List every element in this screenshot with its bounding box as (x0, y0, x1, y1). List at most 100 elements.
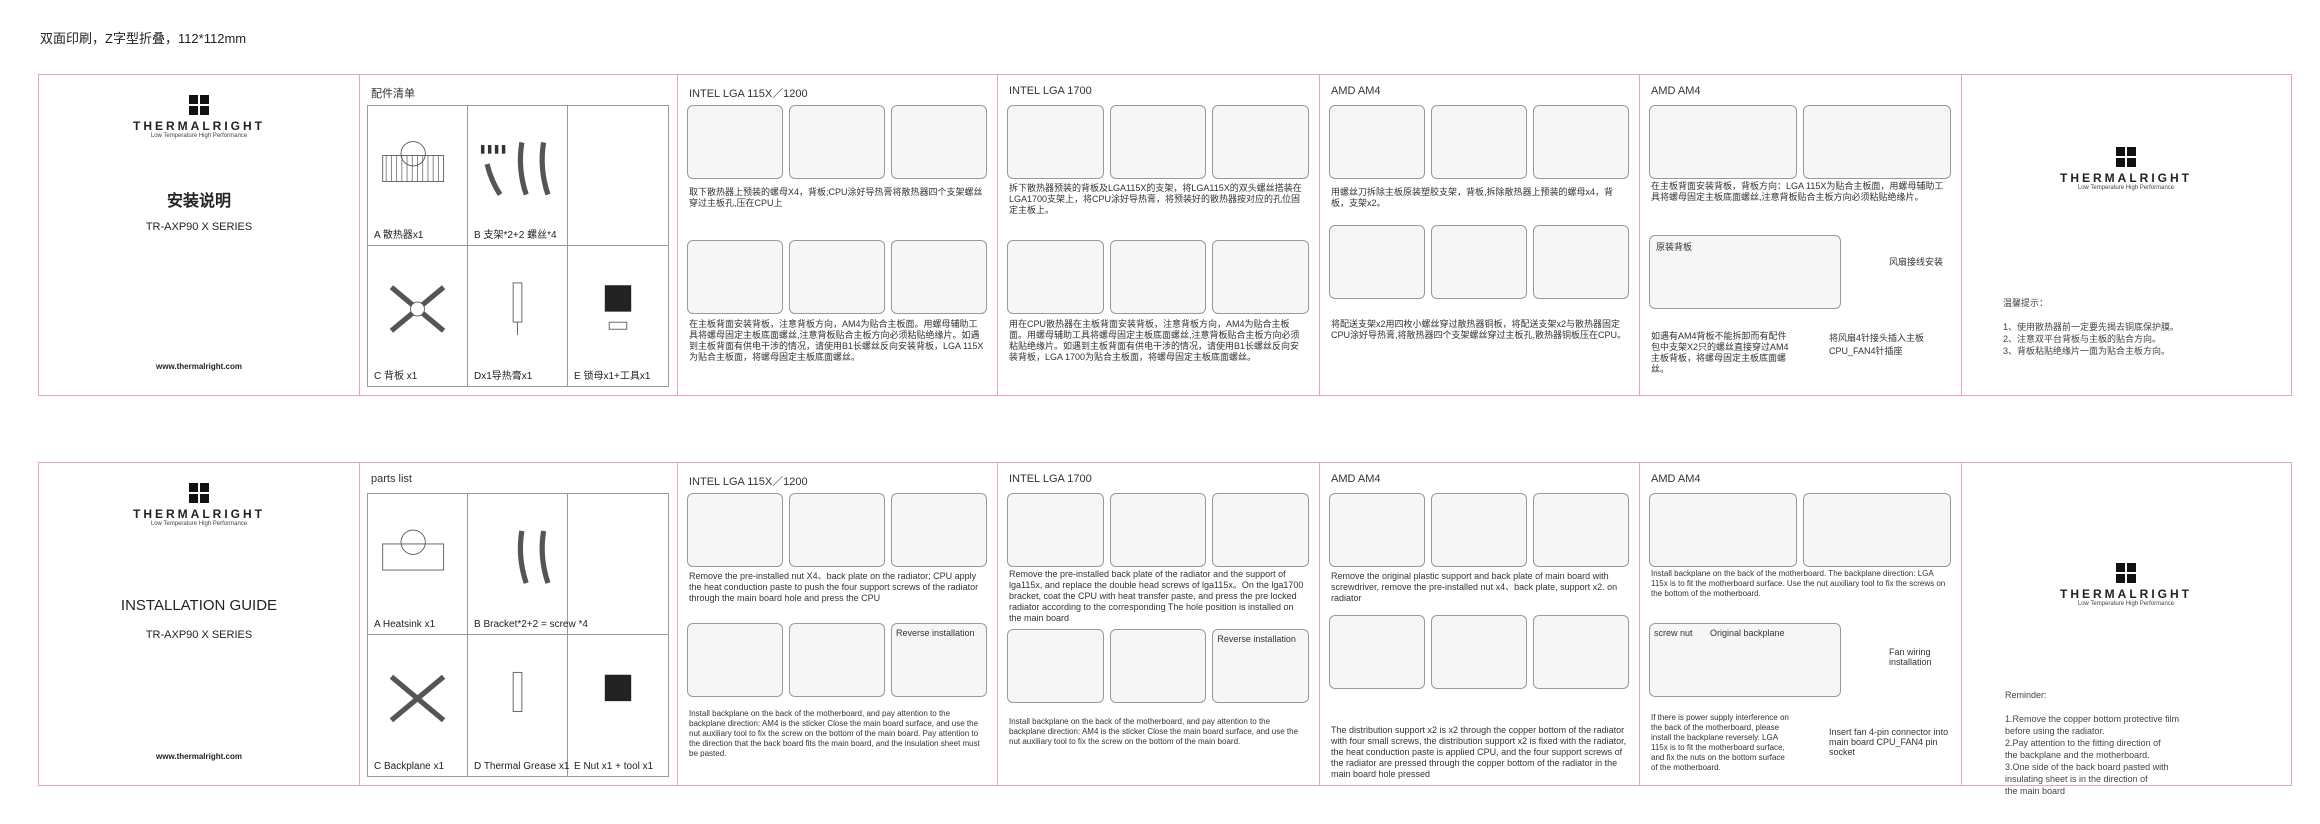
step-image (1109, 493, 1207, 567)
step-image (789, 623, 885, 697)
step-row (1007, 105, 1310, 179)
section-title: AMD AM4 (1331, 473, 1381, 485)
step-row (1329, 493, 1629, 567)
reverse-label: Reverse installation (896, 628, 975, 638)
orig-backplate-label: 原装背板 (1656, 242, 1693, 252)
step-image (789, 493, 885, 567)
step-image (1329, 493, 1425, 567)
brackets-illustration (480, 141, 551, 197)
step-image (789, 240, 885, 314)
part-empty (568, 494, 668, 635)
amd-am4-panel-1: AMD AM4 用螺丝刀拆除主板原装塑胶支架，背板,拆除散热器上预装的螺母x4，… (1319, 75, 1640, 395)
step-image (1007, 105, 1104, 179)
brand-logo: THERMALRIGHT Low Temperature High Perfor… (39, 483, 359, 527)
step-image (891, 105, 987, 179)
orig-backplate-label: Original backplane (1710, 628, 1785, 638)
brand-tagline: Low Temperature High Performance (150, 521, 248, 527)
step-image (1329, 225, 1425, 299)
part-label: D Thermal Grease x1 (474, 761, 570, 772)
brand-word: THERMALRIGHT (133, 507, 265, 521)
step-image: Reverse installation (891, 623, 987, 697)
tips-heading: 温馨提示： (2003, 298, 2049, 308)
logo-mark-icon (189, 95, 209, 115)
part-label: E Nut x1 + tool x1 (574, 761, 654, 772)
step-row (1007, 493, 1310, 567)
amd-am4-panel-1: AMD AM4 Remove the original plastic supp… (1319, 463, 1640, 785)
step-image (687, 493, 783, 567)
step-row (687, 240, 987, 314)
screw-nut-label: screw nut (1654, 628, 1693, 638)
step-image (1007, 493, 1104, 567)
fan-text: Insert fan 4-pin connector into main boa… (1829, 727, 1949, 757)
step-image (1109, 240, 1207, 314)
step-image (1329, 105, 1425, 179)
cover-panel: THERMALRIGHT Low Temperature High Perfor… (39, 75, 360, 395)
step-text: 用在CPU散热器在主板背面安装背板，注意背板方向，AM4为贴合主板面。用螺母辅助… (1009, 319, 1300, 362)
step-row: Reverse installation (1007, 629, 1310, 703)
step-image (1533, 493, 1629, 567)
part-heatsink: A Heatsink x1 (368, 494, 468, 635)
step-image (1431, 615, 1527, 689)
nut-tool-illustration (604, 285, 632, 330)
step-image (1431, 493, 1527, 567)
tips-text: Reminder: 1.Remove the copper bottom pro… (2005, 677, 2179, 809)
heatsink-illustration (382, 529, 445, 571)
part-brackets: B Bracket*2+2 = screw *4 (468, 494, 588, 635)
step-row (687, 105, 987, 179)
step-text: 用螺丝刀拆除主板原装塑胶支架，背板,拆除散热器上预装的螺母x4，背板，支架x2。 (1331, 187, 1614, 208)
part-label: A Heatsink x1 (374, 619, 436, 630)
step-image (1212, 105, 1310, 179)
step-text: Remove the pre-installed nut X4、back pla… (689, 571, 979, 603)
tips-items: 1.Remove the copper bottom protective fi… (2005, 714, 2180, 796)
step-row (1329, 105, 1629, 179)
brand-tagline: Low Temperature High Performance (150, 133, 248, 139)
step-text: Install backplane on the back of the mot… (1009, 717, 1299, 746)
step-text: 如遇有AM4背板不能拆卸而有配件包中支架X2只的螺丝直接穿过AM4主板背板，将螺… (1651, 331, 1789, 374)
step-image (1649, 493, 1797, 567)
step-text: If there is power supply interference on… (1651, 713, 1789, 772)
cover-panel: THERMALRIGHT Low Temperature High Perfor… (39, 463, 360, 785)
section-title: INTEL LGA 1700 (1009, 473, 1092, 485)
step-text: 将配送支架x2用四枚小螺丝穿过散热器铜板，将配送支架x2与散热器固定CPU涂好导… (1331, 319, 1627, 340)
step-image (687, 105, 783, 179)
series-name: TR-AXP90 X SERIES (145, 221, 253, 233)
step-image (1109, 105, 1207, 179)
part-empty (568, 106, 668, 246)
part-thermal-grease: Dx1导热膏x1 (468, 246, 568, 386)
part-label: C Backplane x1 (374, 761, 445, 772)
part-brackets: B 支架*2+2 螺丝*4 (468, 106, 568, 246)
series-name: TR-AXP90 X SERIES (145, 629, 253, 641)
step-image (891, 240, 987, 314)
website: www.thermalright.com (156, 752, 242, 761)
part-label: Dx1导热膏x1 (474, 371, 533, 382)
section-title: INTEL LGA 115X／1200 (689, 88, 808, 100)
sheet-chinese: THERMALRIGHT Low Temperature High Perfor… (38, 74, 2292, 396)
section-title: INTEL LGA 115X／1200 (689, 476, 808, 488)
parts-grid: A 散热器x1 B 支架*2+2 螺丝*4 C 背板 x1 Dx1导热膏x1 E… (367, 105, 669, 387)
step-image (1431, 225, 1527, 299)
parts-panel: parts list A Heatsink x1 B Bracket*2+2 =… (359, 463, 678, 785)
part-label: B 支架*2+2 螺丝*4 (474, 230, 557, 241)
step-image (1109, 629, 1207, 703)
part-nut-tool: E 锁母x1+工具x1 (568, 246, 668, 386)
step-text: Install backplane on the back of the mot… (689, 709, 980, 758)
part-label: B Bracket*2+2 = screw *4 (474, 619, 588, 630)
sheet-english: THERMALRIGHT Low Temperature High Perfor… (38, 462, 2292, 796)
tips-panel: THERMALRIGHT Low Temperature High Perfor… (1961, 75, 2291, 395)
step-text: Remove the original plastic support and … (1331, 571, 1618, 603)
brackets-illustration (517, 530, 551, 584)
step-row (687, 493, 987, 567)
heatsink-illustration (382, 141, 445, 182)
step-image (789, 105, 885, 179)
intel-1700-panel: INTEL LGA 1700 拆下散热器预装的背板及LGA115X的支架，将LG… (997, 75, 1320, 395)
brand-logo: THERMALRIGHT Low Temperature High Perfor… (39, 95, 359, 139)
parts-title: parts list (371, 473, 412, 485)
step-row (1649, 493, 1951, 567)
fan-label: Fan wiring installation (1889, 647, 1932, 667)
intel-1700-panel: INTEL LGA 1700 Remove the pre-installed … (997, 463, 1320, 785)
step-text: The distribution support x2 is x2 throug… (1331, 725, 1627, 779)
tips-text: 温馨提示： 1、使用散热器前一定要先揭去铜底保护膜。 2、注意双平台背板与主板的… (2003, 285, 2179, 369)
part-nut-tool: E Nut x1 + tool x1 (568, 635, 668, 776)
brand-logo: THERMALRIGHT Low Temperature High Perfor… (1961, 147, 2291, 191)
step-text: Remove the pre-installed back plate of t… (1009, 569, 1304, 623)
